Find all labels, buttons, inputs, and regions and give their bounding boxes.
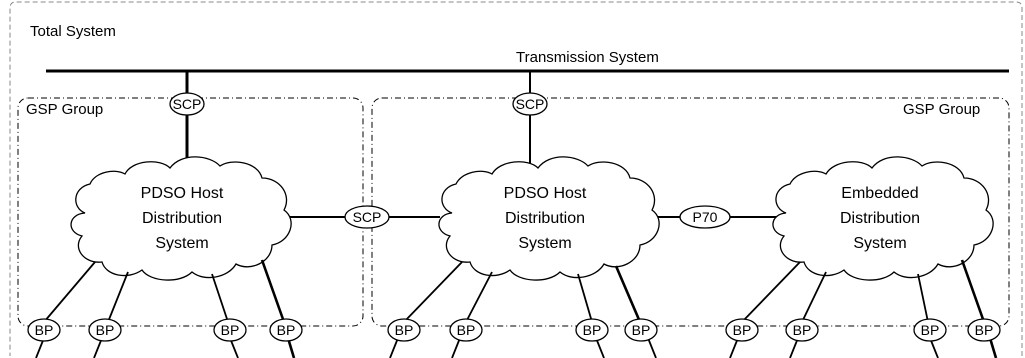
cloud3-line2: Distribution bbox=[840, 210, 920, 227]
cloud2-line2: Distribution bbox=[505, 210, 585, 227]
cloud2-line1: PDSO Host bbox=[504, 185, 587, 202]
svg-text:BP: BP bbox=[221, 322, 240, 338]
cloud-pdso-host-center: PDSO Host Distribution System bbox=[438, 156, 660, 281]
svg-text:BP: BP bbox=[793, 322, 812, 338]
total-system-border bbox=[9, 1, 1023, 356]
bp-connector: BP bbox=[913, 318, 947, 342]
svg-text:BP: BP bbox=[632, 322, 651, 338]
svg-text:SCP: SCP bbox=[516, 96, 545, 112]
transmission-system-label: Transmission System bbox=[516, 49, 659, 66]
svg-text:BP: BP bbox=[921, 322, 940, 338]
bp-connector: BP bbox=[213, 318, 247, 342]
cloud2-line3: System bbox=[518, 235, 571, 252]
bp-connector: BP bbox=[967, 318, 1001, 342]
cloud3-line1: Embedded bbox=[841, 185, 918, 202]
bp-connectors: BP BP BP BP BP BP BP BP BP BP BP BP bbox=[27, 318, 1001, 342]
svg-text:SCP: SCP bbox=[173, 96, 202, 112]
gsp-group-right-label: GSP Group bbox=[903, 101, 980, 118]
cloud1-line3: System bbox=[155, 235, 208, 252]
svg-text:BP: BP bbox=[96, 322, 115, 338]
cloud3-line3: System bbox=[853, 235, 906, 252]
svg-text:BP: BP bbox=[583, 322, 602, 338]
bp-connector: BP bbox=[269, 318, 303, 342]
bp-down-lines bbox=[35, 337, 998, 358]
bp-connector: BP bbox=[725, 318, 759, 342]
gsp-group-left-label: GSP Group bbox=[26, 101, 103, 118]
svg-text:BP: BP bbox=[733, 322, 752, 338]
bp-connector: BP bbox=[387, 318, 421, 342]
bp-connector: BP bbox=[27, 318, 61, 342]
total-system-label: Total System bbox=[30, 23, 116, 40]
p70-connector: P70 bbox=[679, 205, 731, 229]
bp-connector: BP bbox=[575, 318, 609, 342]
cloud-pdso-host-left: PDSO Host Distribution System bbox=[70, 156, 292, 281]
svg-text:P70: P70 bbox=[693, 209, 718, 225]
svg-text:BP: BP bbox=[395, 322, 414, 338]
bp-connector: BP bbox=[449, 318, 483, 342]
cloud-embedded: Embedded Distribution System bbox=[772, 156, 994, 281]
scp-connector-center: SCP bbox=[512, 92, 548, 116]
cloud1-line2: Distribution bbox=[142, 210, 222, 227]
bp-connector: BP bbox=[624, 318, 658, 342]
bp-connector: BP bbox=[88, 318, 122, 342]
cloud-to-bp-lines bbox=[43, 259, 986, 323]
bp-connector: BP bbox=[785, 318, 819, 342]
svg-text:BP: BP bbox=[457, 322, 476, 338]
scp-connector-left: SCP bbox=[169, 92, 205, 116]
scp-connector-between-groups: SCP bbox=[344, 205, 390, 229]
svg-text:BP: BP bbox=[277, 322, 296, 338]
svg-text:SCP: SCP bbox=[353, 209, 382, 225]
cloud1-line1: PDSO Host bbox=[141, 185, 224, 202]
svg-text:BP: BP bbox=[35, 322, 54, 338]
svg-text:BP: BP bbox=[975, 322, 994, 338]
gsp-group-right-box bbox=[371, 97, 1010, 327]
